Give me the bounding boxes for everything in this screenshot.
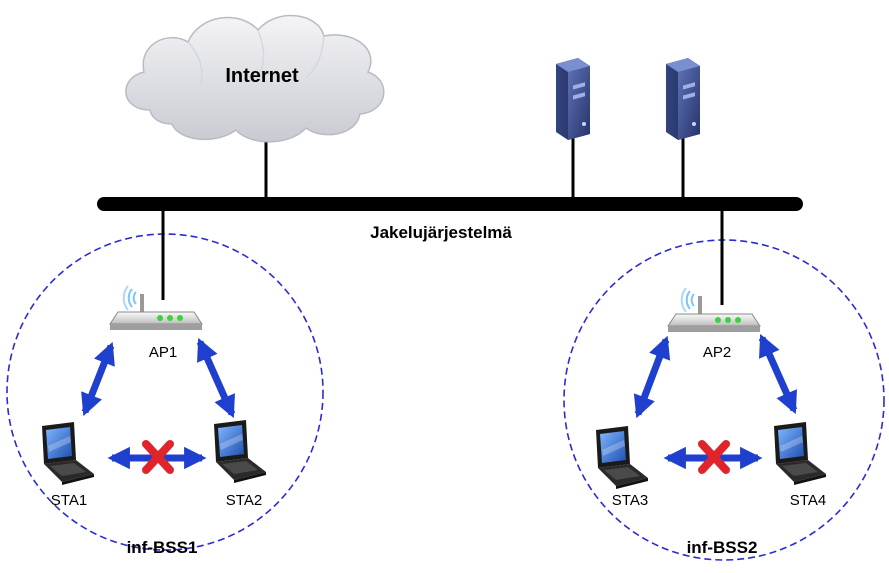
sta2-label: STA2 [226,492,262,509]
cross-mark-icon [142,440,174,474]
wireless-router-icon [667,287,761,333]
server-icon [556,58,590,140]
internet-label: Internet [225,65,299,87]
sta3-label: STA3 [612,492,648,509]
link-ap1-sta1 [81,341,115,417]
bss1-coverage-boundary [6,233,324,551]
distribution-system-label: Jakelujärjestelmä [370,223,512,242]
cross-mark-icon [698,440,730,474]
cloud-icon [125,14,385,143]
link-ap1-sta2 [196,337,236,419]
sta1-label: STA1 [51,492,87,509]
laptop-icon [214,420,266,483]
laptop-icon [42,422,94,485]
laptop-icon [596,426,648,489]
ap1-label: AP1 [149,344,177,361]
bss2-label: inf-BSS2 [687,538,758,557]
wireless-router-icon [109,285,203,331]
server-icon [666,58,700,140]
bss2-coverage-boundary [563,239,885,561]
ap2-label: AP2 [703,344,731,361]
bss1-label: inf-BSS1 [127,538,198,557]
sta4-label: STA4 [790,492,826,509]
laptop-icon [774,422,826,485]
link-ap2-sta3 [633,335,671,419]
link-ap2-sta4 [758,333,798,415]
